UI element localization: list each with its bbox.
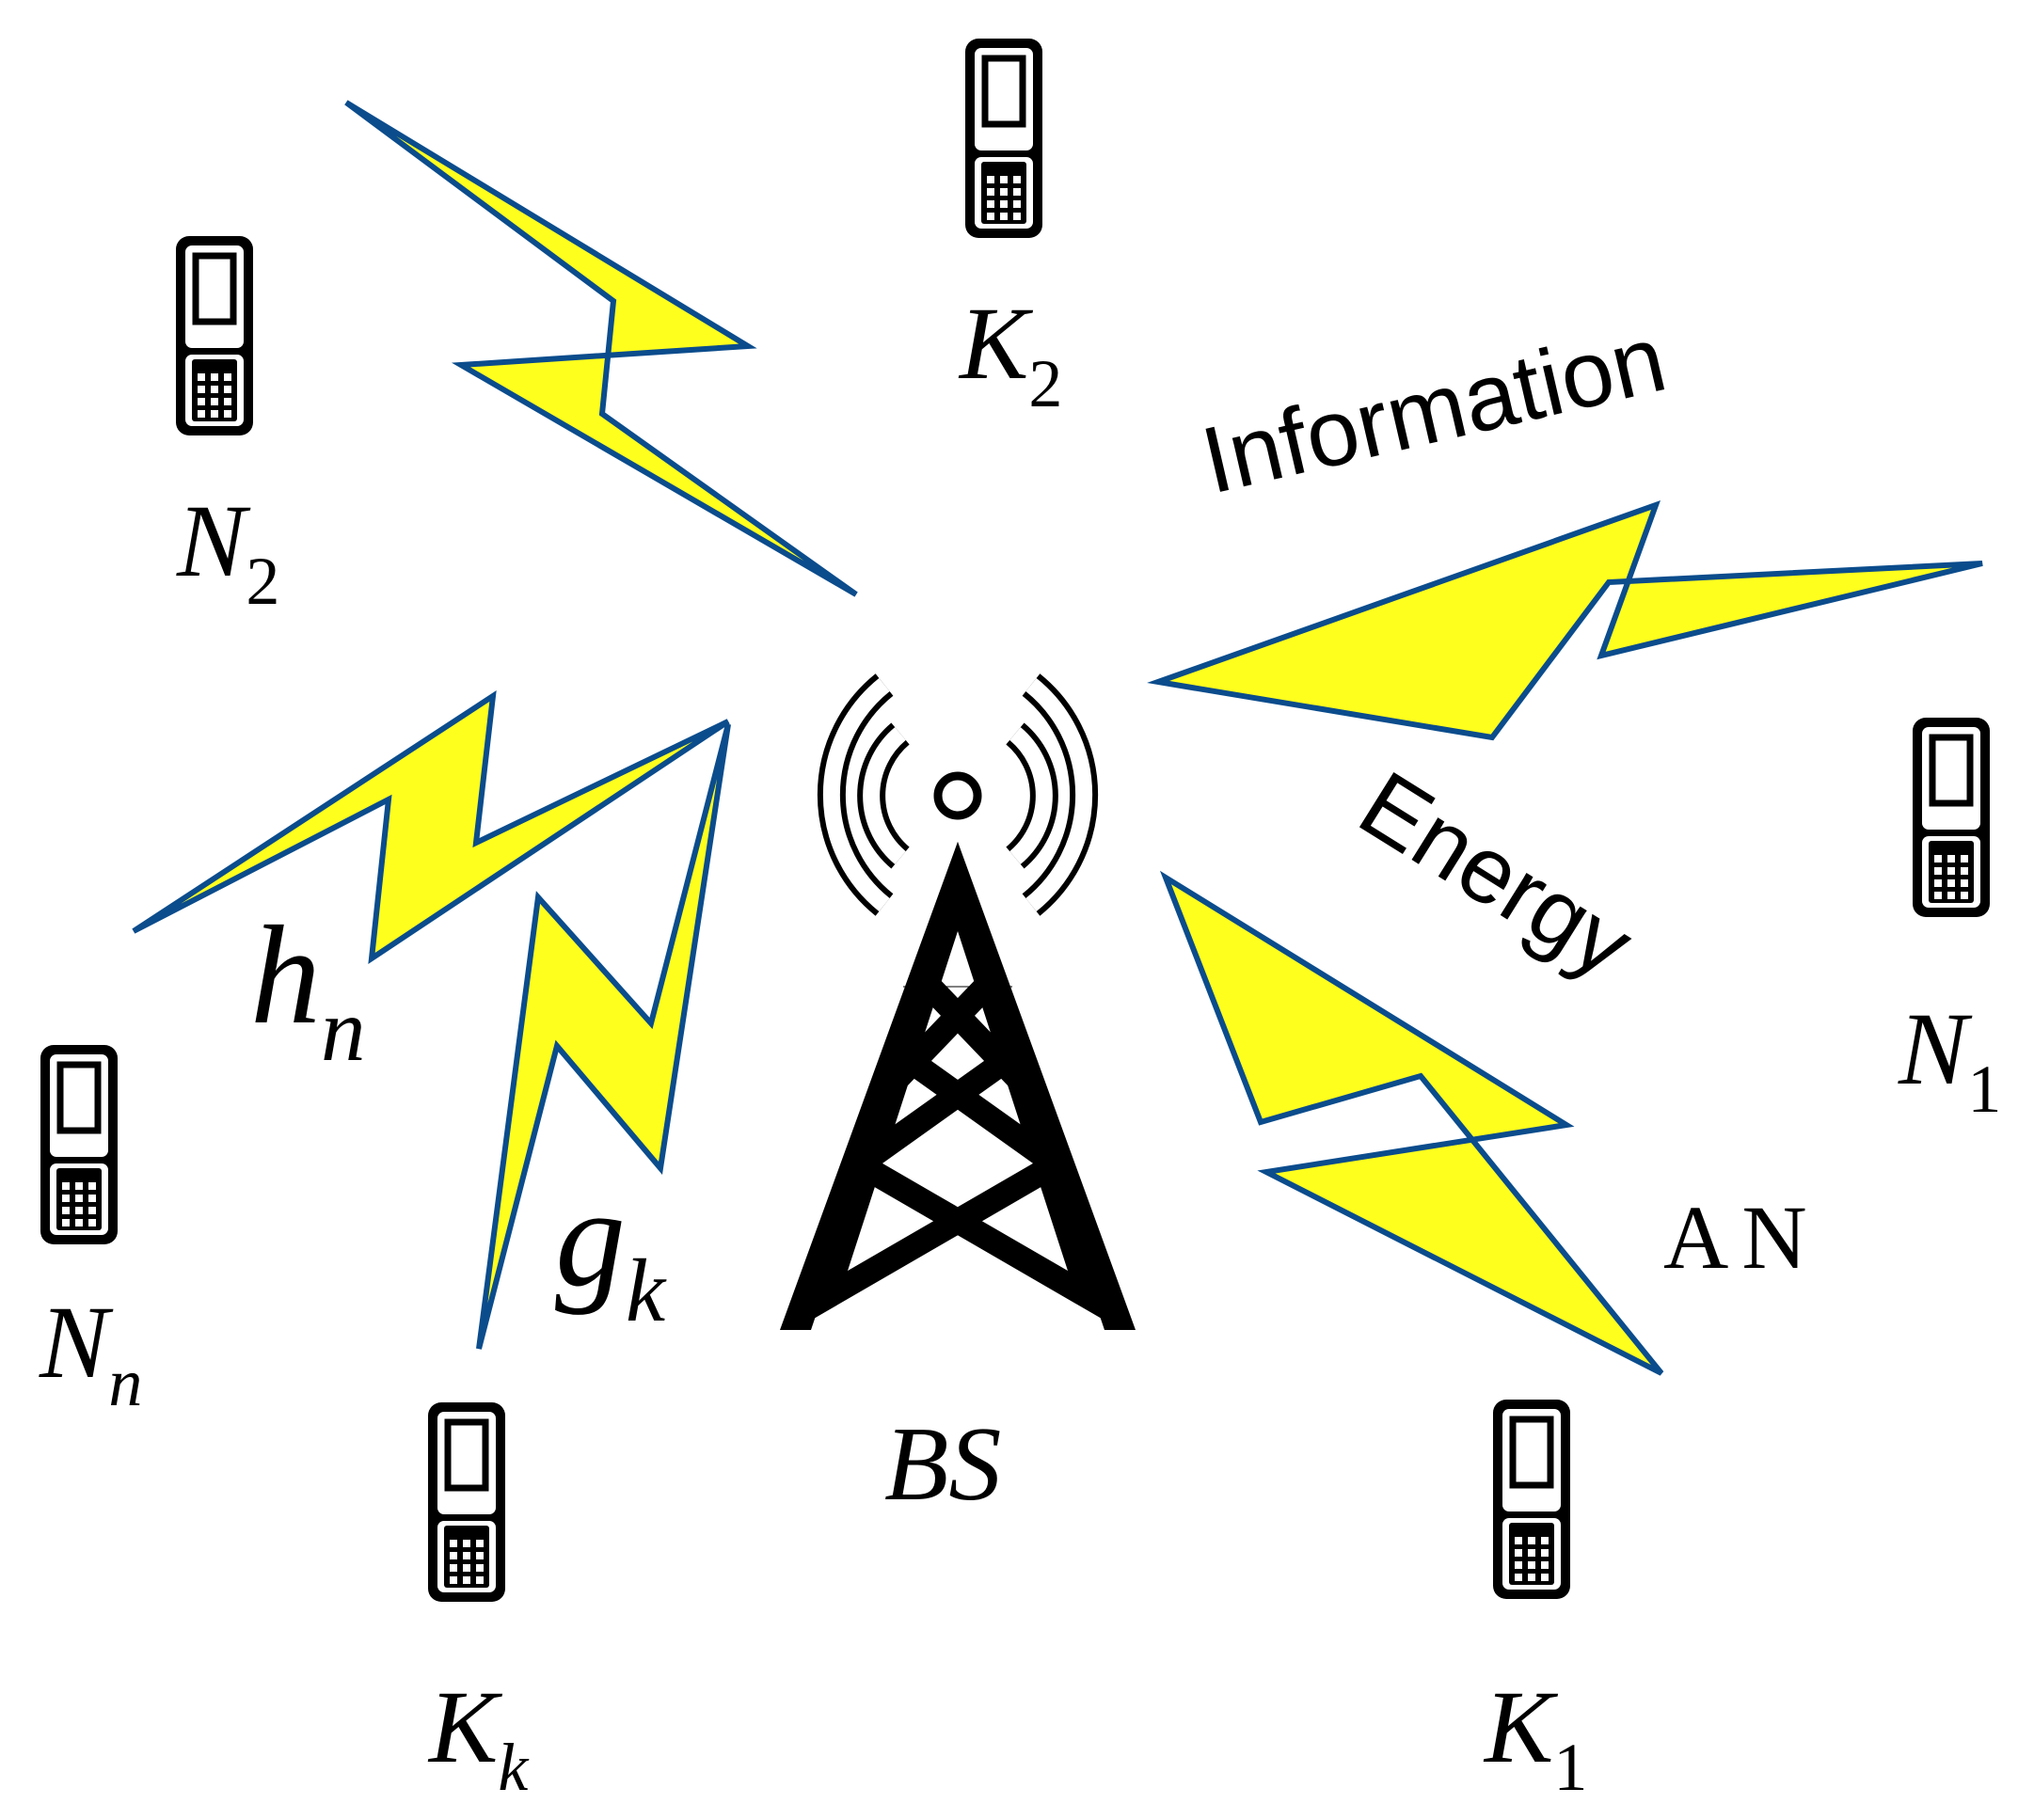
channel-label-g: gk bbox=[555, 1160, 667, 1340]
phone-icon-k1 bbox=[1493, 1400, 1570, 1599]
signal-bolt-information bbox=[1147, 500, 1983, 741]
information-label: Information bbox=[1193, 306, 1676, 514]
user-label-nn: Nn bbox=[39, 1285, 142, 1420]
radio-waves-icon bbox=[817, 673, 1099, 916]
user-label-n1: N1 bbox=[1898, 991, 2001, 1127]
user-label-n2: N2 bbox=[176, 483, 279, 619]
phone-icon-n1 bbox=[1913, 718, 1990, 917]
phone-icon-kk bbox=[428, 1402, 505, 1602]
phone-icon-n2 bbox=[176, 236, 253, 435]
user-label-kk: Kk bbox=[427, 1670, 530, 1805]
signal-bolt-n2 bbox=[344, 100, 858, 597]
user-label-k2: K2 bbox=[958, 286, 1062, 421]
user-label-k1: K1 bbox=[1483, 1670, 1587, 1805]
phone-icon-k2 bbox=[965, 39, 1042, 238]
phone-icon-nn bbox=[40, 1045, 118, 1244]
base-station-tower-icon bbox=[780, 842, 1136, 1330]
energy-label: Energy bbox=[1342, 752, 1650, 999]
signal-bolt-an bbox=[1159, 870, 1664, 1376]
signal-bolt-hn bbox=[132, 689, 730, 965]
artificial-noise-label: AN bbox=[1663, 1187, 1820, 1288]
channel-label-h: hn bbox=[250, 897, 366, 1080]
base-station-label: BS bbox=[884, 1406, 1001, 1523]
signal-bolt-gk bbox=[476, 723, 731, 1350]
